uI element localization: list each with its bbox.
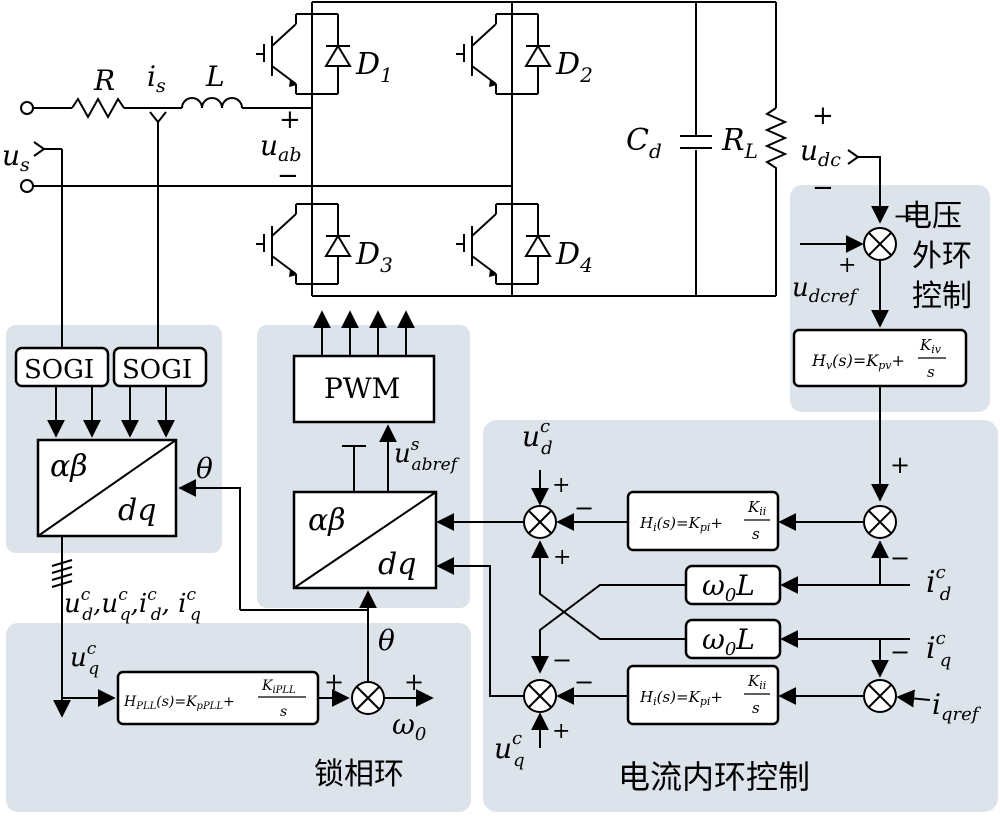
inductor-L xyxy=(181,97,243,109)
svg-text:s: s xyxy=(752,525,760,543)
svg-text:+: + xyxy=(890,451,910,479)
pwm-block xyxy=(292,354,436,424)
svg-text:αβ: αβ xyxy=(50,449,88,484)
svg-text:−: − xyxy=(574,668,594,696)
svg-text:dq: dq xyxy=(378,547,416,582)
label-theta-mid: θ xyxy=(378,624,395,657)
resistor-RL xyxy=(764,107,788,178)
svg-text:s: s xyxy=(752,699,760,717)
sogi-block-2 xyxy=(112,346,208,388)
label-D1: D1 xyxy=(355,47,393,87)
igbt-D2 xyxy=(456,13,552,95)
label-voltage-loop-3: 控制 xyxy=(912,279,972,314)
label-is: is xyxy=(147,60,166,97)
svg-text:−: − xyxy=(893,202,913,230)
label-L: L xyxy=(205,60,225,93)
label-D3: D3 xyxy=(355,237,393,277)
igbt-D3 xyxy=(256,203,352,285)
svg-text:+: + xyxy=(553,545,571,570)
power-circuit xyxy=(20,1,889,297)
svg-text:ω0L: ω0L xyxy=(702,569,755,606)
svg-text:−: − xyxy=(890,638,910,666)
label-voltage-loop-2: 外环 xyxy=(912,239,972,274)
igbt-D4 xyxy=(456,203,552,285)
udc-minus: − xyxy=(812,173,834,203)
udc-plus: + xyxy=(812,101,834,131)
label-R: R xyxy=(93,64,115,97)
label-Cd: Cd xyxy=(626,123,662,163)
hpll-controller-block xyxy=(116,670,320,726)
svg-text:−: − xyxy=(574,494,594,522)
label-RL: RL xyxy=(721,123,758,163)
svg-text:HPLL(s)=KpPLL+: HPLL(s)=KpPLL+ xyxy=(123,694,235,712)
svg-text:PWM: PWM xyxy=(324,372,400,405)
svg-text:Hv(s)=Kpv+: Hv(s)=Kpv+ xyxy=(811,351,905,372)
label-iqref: iqref xyxy=(932,688,982,725)
svg-text:+: + xyxy=(404,668,424,696)
label-pll: 锁相环 xyxy=(314,757,404,792)
label-omega0: ω0 xyxy=(392,708,426,745)
resistor-R xyxy=(71,96,125,120)
uab-minus: − xyxy=(277,161,299,191)
uab-plus: + xyxy=(279,105,301,135)
svg-text:ω0L: ω0L xyxy=(702,623,755,660)
input-terminal-top xyxy=(20,101,34,115)
svg-text:−: − xyxy=(552,646,572,674)
svg-text:SOGI: SOGI xyxy=(122,355,192,385)
svg-text:s: s xyxy=(280,704,287,720)
label-udc: udc xyxy=(800,134,841,171)
svg-text:s: s xyxy=(927,363,935,381)
svg-text:Hi(s)=Kpi+: Hi(s)=Kpi+ xyxy=(639,688,723,708)
input-terminal-bottom xyxy=(20,179,34,193)
label-D4: D4 xyxy=(555,237,593,277)
svg-text:+: + xyxy=(324,668,344,696)
svg-text:+: + xyxy=(552,719,570,744)
label-uab: uab xyxy=(260,129,302,166)
svg-text:+: + xyxy=(838,253,856,278)
sogi-block-1 xyxy=(14,346,110,388)
svg-text:dq: dq xyxy=(118,493,156,528)
voltage-outer-loop: − + udcref 电压 外环 控制 Hv(s)=Kpv+ Kiv s xyxy=(792,199,972,502)
label-voltage-loop-1: 电压 xyxy=(902,199,962,234)
svg-text:Hi(s)=Kpi+: Hi(s)=Kpi+ xyxy=(639,514,723,534)
igbt-D1 xyxy=(256,13,352,95)
svg-text:−: − xyxy=(890,544,910,572)
svg-text:+: + xyxy=(552,473,570,498)
label-udcref: udcref xyxy=(792,273,860,307)
label-theta-left: θ xyxy=(196,452,213,485)
current-sensor-is xyxy=(149,111,167,124)
label-D2: D2 xyxy=(555,47,593,87)
svg-text:SOGI: SOGI xyxy=(24,355,94,385)
svg-text:αβ: αβ xyxy=(308,503,346,538)
label-us: us xyxy=(2,139,30,176)
label-current-inner-loop: 电流内环控制 xyxy=(618,758,810,796)
